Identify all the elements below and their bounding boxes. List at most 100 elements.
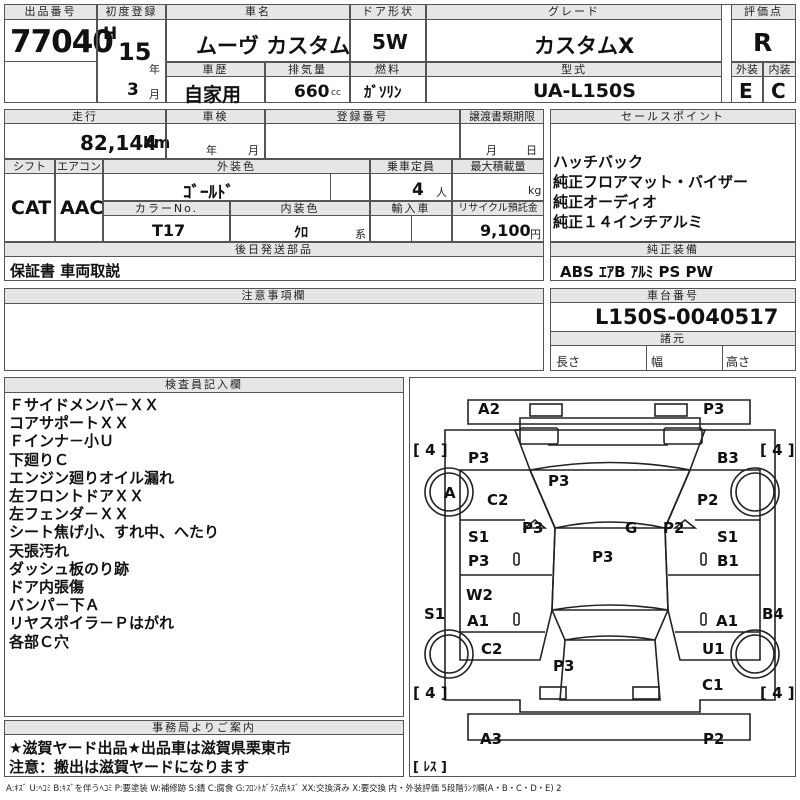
inspector-notes: Ｆサイドメンバ－ＸＸ コアサポートＸＸ Ｆインナ－小Ｕ 下廻りＣ エンジン廻りオ… [9,396,219,651]
equipment: ABS ｴｱB ｱﾙﾐ PS PW [560,263,714,281]
capacity-cell [370,159,452,201]
sales-point: ハッチバック [553,153,644,171]
history-label: 車歴 [166,62,265,77]
mark-p3-left-fender: P3 [468,449,490,467]
mileage-unit: km [143,133,171,152]
capacity-label: 乗車定員 [370,159,452,174]
score-label: 評価点 [731,4,796,20]
inspector-line: コアサポートＸＸ [9,414,130,433]
mark-c1: C1 [702,676,724,694]
capacity-unit: 人 [436,186,447,199]
color-subdivider [330,174,331,201]
color-cell [103,159,370,201]
month-unit: 月 [149,88,160,101]
inspector-line: エンジン廻りオイル漏れ [9,468,175,487]
interior-color-cell [230,201,370,242]
reg-month: 3 [127,80,139,100]
displacement-label: 排気量 [265,62,350,77]
history: 自家用 [184,84,242,106]
ac-label: エアコン [55,159,103,174]
chassis-cell [550,288,796,371]
mark-p3-front-right: P3 [703,400,725,418]
tire-rear-left: [ 4 ] [413,684,448,702]
door-type: 5W [372,30,408,54]
mark-w2: W2 [466,586,493,604]
int-cell [763,62,796,103]
sales-point: 純正フロアマット・バイザー [553,173,749,191]
office-cell [4,720,404,777]
mark-a2: A2 [478,400,501,418]
shift-cell [4,159,55,242]
int-score: C [771,79,786,103]
recycle-amount: 9,100 [480,221,531,240]
specs-divider-1 [646,346,647,371]
interior-color-label: 内装色 [230,201,370,216]
insp-year-unit: 年 [206,144,217,157]
year-unit: 年 [149,63,160,76]
mark-p3-roof: P3 [548,472,570,490]
equipment-cell [550,242,796,281]
era-letter: H [103,24,118,44]
load-unit: kg [528,184,542,197]
reg-year: 15 [118,38,152,66]
shift: CAT [11,197,52,219]
reg-number-cell [265,109,460,159]
lot-cell [4,4,97,103]
office-line-2: 注意：搬出は滋賀ヤードになります [9,758,250,776]
mark-c2-left: C2 [487,491,509,509]
import-label: 輸入車 [370,201,452,216]
legend: A:ｷｽﾞ U:ﾍｺﾐ B:ｷｽﾞを伴うﾍｺﾐ P:要塗装 W:補修跡 S:錆 … [6,784,562,794]
inspector-line: ドア内張傷 [9,578,85,597]
sales-point: 純正オーディオ [553,193,657,211]
later-parts-cell [4,242,544,281]
mileage-cell [4,109,166,159]
inspector-line: ダッシュ板のり跡 [9,559,130,578]
mark-a-wheel: A [444,484,456,502]
sales-point: 純正１４インチアルミ [553,213,703,231]
score: R [753,28,773,57]
insp-month-unit: 月 [248,144,259,157]
inspection-cell [166,109,265,159]
fuel: ｶﾞｿﾘﾝ [364,83,402,101]
colorno-cell [103,201,230,242]
spare-tire: [ ﾚｽ ] [413,760,447,775]
mark-a1-left: A1 [467,612,490,630]
model: UA-L150S [533,80,636,102]
tire-count: 4 [425,684,436,702]
mark-b1: B1 [717,552,739,570]
displacement-cell [265,62,350,103]
car-name: ムーヴ カスタム [196,34,351,58]
mark-g: G [625,519,638,537]
grade-cell [426,4,722,62]
mark-c2-left-rear: C2 [481,640,503,658]
interior-color: ｸﾛ [294,225,308,241]
color-number: T17 [152,221,186,240]
fuel-cell [350,62,426,103]
inspector-line: 左フェンダ－ＸＸ [9,505,130,524]
displacement-unit: cc [331,88,341,98]
ac-cell [55,159,103,242]
mark-b4: B4 [762,605,784,623]
mark-s1-right-front-door: S1 [717,528,739,546]
office-line-1: ★滋賀ヤード出品★出品車は滋賀県栗東市 [9,739,291,757]
specs-label: 諸元 [550,331,796,346]
model-cell [426,62,722,103]
door-cell [350,4,426,62]
tire-rear-right: [ 4 ] [760,684,795,702]
inspector-line: 下廻りＣ [9,450,70,469]
sales-points-list: ハッチバック 純正フロアマット・バイザー 純正オーディオ 純正１４インチアルミ [553,152,748,232]
inspector-line: 天張汚れ [9,541,70,560]
recycle-unit: 円 [530,228,541,241]
mark-p3-left-pillar: P3 [522,519,544,537]
mark-p3-trunk: P3 [553,657,575,675]
car-name-cell [166,4,350,62]
mark-b3: B3 [717,449,739,467]
diagram-cell [409,377,796,777]
ext-score: E [739,79,753,103]
inspector-line: バンパ－下Ａ [9,596,100,615]
load-cell [452,159,544,201]
grade: カスタムX [534,34,635,58]
interior-color-unit: 系 [355,228,366,241]
sales-points-label: セールスポイント [550,109,796,124]
